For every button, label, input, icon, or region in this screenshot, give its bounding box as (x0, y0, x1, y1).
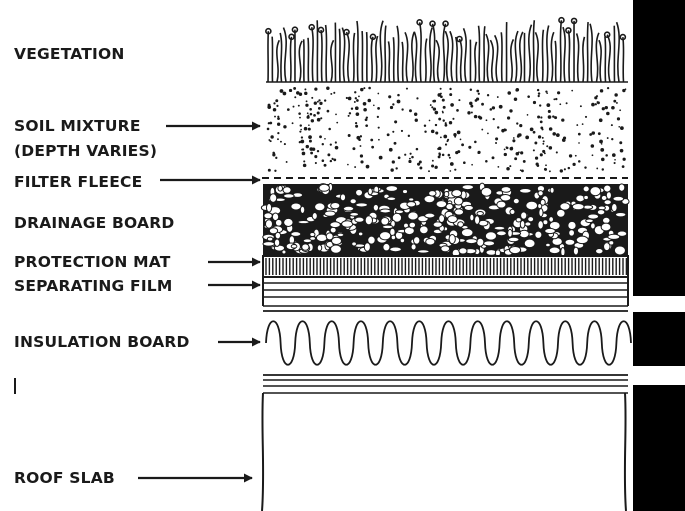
right-black-bar-top (633, 0, 685, 296)
roof-membrane-lines (263, 379, 628, 394)
vegetation-layer (265, 16, 627, 83)
roof-slab-layer (261, 392, 627, 511)
insulation-board-layer (263, 310, 632, 376)
label-arrows (138, 121, 261, 483)
left-marker-tick (14, 378, 16, 394)
soil-mixture-layer (266, 86, 627, 173)
label-soil-mixture: SOIL MIXTURE (14, 117, 141, 135)
separating-film-layer (263, 282, 628, 307)
label-insulation-board: INSULATION BOARD (14, 333, 190, 351)
drainage-pebbles (260, 182, 630, 258)
label-protection-mat: PROTECTION MAT (14, 253, 171, 271)
label-drainage-board: DRAINAGE BOARD (14, 214, 175, 232)
right-black-bar-bottom (633, 385, 685, 511)
label-soil-mixture-note: (DEPTH VARIES) (14, 142, 158, 160)
right-black-bar-middle (633, 312, 685, 366)
label-separating-film: SEPARATING FILM (14, 277, 173, 295)
label-roof-slab: ROOF SLAB (14, 469, 115, 487)
label-vegetation: VEGETATION (14, 45, 125, 63)
layer-side-edges (262, 256, 629, 306)
label-filter-fleece: FILTER FLEECE (14, 173, 143, 191)
protection-mat-hatching (265, 258, 628, 275)
